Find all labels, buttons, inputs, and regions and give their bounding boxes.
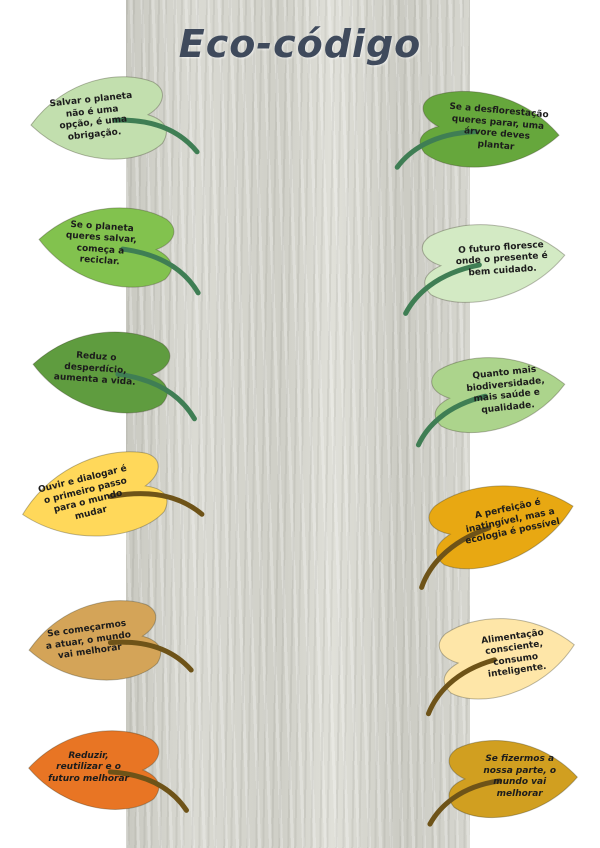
- leaf-stem: [107, 639, 194, 673]
- leaf-stem: [425, 657, 497, 717]
- leaf-body: [431, 357, 566, 434]
- leaf-shape: [30, 76, 200, 160]
- leaf-body: [438, 618, 575, 700]
- leaf-body: [21, 451, 168, 537]
- leaf-text: O futuro floresce onde o presente é bem …: [455, 239, 548, 279]
- leaf-body: [38, 207, 175, 288]
- leaf-stem: [403, 262, 482, 316]
- leaf-text: Se começarmos a atuar, o mundo vai melho…: [45, 618, 132, 662]
- leaf-1: Salvar o planeta não é uma opção, é uma …: [28, 70, 200, 170]
- leaf-shape: [28, 600, 194, 681]
- leaf-shape: [38, 207, 201, 296]
- leaf-shape: [403, 224, 566, 316]
- leaf-text: Reduzir, reutilizar e o futuro melhorar: [48, 750, 129, 784]
- leaf-10: Alimentação consciente, consumo intelige…: [425, 608, 578, 717]
- leaf-8: A perfeição é inatingível, mas a ecologi…: [419, 475, 578, 590]
- leaf-body: [419, 90, 560, 168]
- leaf-body: [448, 740, 578, 819]
- leaf-stem: [415, 393, 488, 448]
- leaf-text: Se a desflorestação queres parar, uma ár…: [448, 101, 549, 153]
- leaf-stem: [120, 246, 201, 296]
- leaf-5: Reduz o desperdício, aumenta a vida.: [30, 322, 197, 422]
- leaf-shape: [419, 485, 574, 590]
- leaf-stem: [419, 525, 492, 590]
- leaf-12: Se fizermos a nossa parte, o mundo vai m…: [427, 732, 580, 827]
- leaf-text: Reduz o desperdício, aumenta a vida.: [53, 350, 136, 388]
- leaf-11: Reduzir, reutilizar e o futuro melhorar: [26, 722, 189, 818]
- leaf-shape: [425, 618, 575, 717]
- leaf-shape: [32, 331, 197, 422]
- leaf-shape: [415, 357, 566, 448]
- leaf-stem: [108, 491, 205, 517]
- leaf-2: Se a desflorestação queres parar, uma ár…: [394, 85, 562, 177]
- leaf-stem: [107, 769, 189, 813]
- leaf-shape: [394, 90, 560, 170]
- leaf-body: [28, 600, 162, 681]
- leaf-stem: [427, 778, 503, 827]
- leaf-stem: [394, 129, 478, 170]
- leaf-7: Ouvir e dialogar é o primeiro passo para…: [18, 450, 205, 548]
- leaf-9: Se começarmos a atuar, o mundo vai melho…: [26, 595, 194, 691]
- leaf-4: O futuro floresce onde o presente é bem …: [403, 215, 568, 316]
- page-title: Eco-código: [178, 22, 422, 66]
- leaf-text: Quanto mais biodiversidade, mais saúde e…: [465, 364, 545, 416]
- leaf-body: [428, 485, 574, 570]
- leaf-stem: [115, 371, 197, 422]
- leaf-6: Quanto mais biodiversidade, mais saúde e…: [415, 348, 568, 448]
- leaf-3: Se o planeta queres salvar, começa a rec…: [36, 198, 201, 296]
- leaf-body: [28, 730, 160, 810]
- leaf-text: Salvar o planeta não é uma opção, é uma …: [48, 90, 133, 143]
- leaf-text: Se fizermos a nossa parte, o mundo vai m…: [483, 754, 556, 799]
- leaf-shape: [21, 451, 205, 537]
- leaf-body: [32, 331, 171, 414]
- leaf-shape: [427, 740, 578, 827]
- leaf-text: Alimentação consciente, consumo intelige…: [480, 626, 548, 680]
- leaf-stem: [112, 117, 200, 155]
- leaf-text: Se o planeta queres salvar, começa a rec…: [65, 218, 137, 267]
- leaf-shape: [28, 730, 189, 813]
- leaf-body: [421, 224, 566, 303]
- leaf-body: [30, 76, 167, 160]
